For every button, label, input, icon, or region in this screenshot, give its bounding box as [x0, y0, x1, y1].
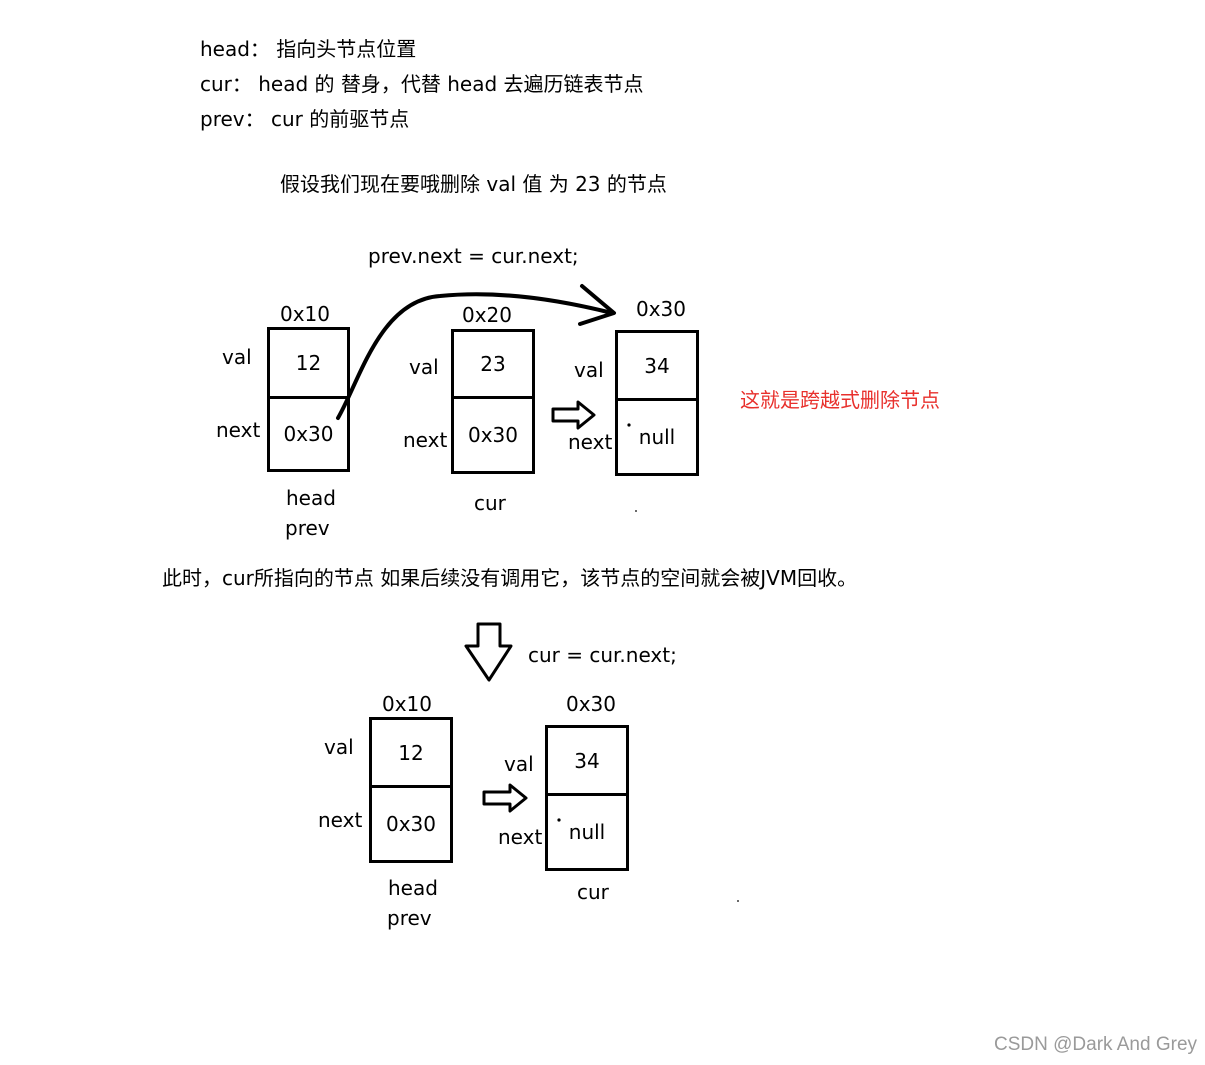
node2-address: 0x20 [462, 303, 513, 327]
node3-address: 0x30 [636, 297, 687, 321]
dot-mark [557, 818, 561, 822]
watermark: CSDN @Dark And Grey [994, 1034, 1198, 1055]
node3-val-label: val [574, 358, 604, 382]
s2-node2-next: null [568, 820, 606, 844]
node1-val-label: val [222, 345, 252, 369]
s2-node2-pointer-cur: cur [577, 880, 609, 904]
node3-next: null [638, 425, 676, 449]
s2-node1-next-box: 0x30 [369, 785, 453, 863]
skip-link-arrowhead [578, 284, 616, 326]
node2-val: 23 [480, 352, 506, 376]
s2-node1-val-box: 12 [369, 717, 453, 788]
s2-node1-next: 0x30 [385, 812, 436, 836]
step2-code: cur = cur.next; [528, 643, 677, 667]
step1-right-arrow-icon [551, 400, 596, 430]
down-arrow-icon [464, 622, 513, 682]
s2-node2-val-label: val [504, 752, 534, 776]
dot-mark [635, 510, 637, 512]
node2-next: 0x30 [467, 423, 518, 447]
s2-node2-next-box: null [545, 793, 629, 871]
node1-val: 12 [295, 351, 322, 375]
s2-node1-next-label: next [318, 808, 363, 832]
node3-next-box: null [615, 398, 699, 476]
skip-link-arrow [336, 292, 614, 420]
s2-node2-address: 0x30 [566, 692, 617, 716]
node1-pointer-prev: prev [285, 516, 330, 540]
s2-node1-pointer-head: head [388, 876, 438, 900]
cross-delete-note: 这就是跨越式删除节点 [740, 388, 940, 412]
node1-val-box: 12 [267, 327, 350, 399]
node1-next-box: 0x30 [267, 396, 350, 472]
node1-next-label: next [216, 418, 261, 442]
s2-node1-address: 0x10 [382, 692, 433, 716]
s2-node1-val: 12 [398, 740, 424, 765]
s2-node1-pointer-prev: prev [387, 906, 432, 930]
node2-next-box: 0x30 [451, 396, 535, 474]
step2-right-arrow-icon [482, 783, 528, 813]
node1-address: 0x10 [280, 302, 331, 326]
assumption-text: 假设我们现在要哦删除 val 值 为 23 的节点 [280, 172, 667, 196]
legend-prev: prev： cur 的前驱节点 [200, 107, 410, 131]
node3-next-label: next [568, 430, 613, 454]
node1-next: 0x30 [283, 422, 334, 446]
node2-next-label: next [403, 428, 448, 452]
s2-node2-val: 34 [574, 748, 600, 773]
step1-code: prev.next = cur.next; [368, 244, 579, 268]
explanation-text: 此时，cur所指向的节点 如果后续没有调用它，该节点的空间就会被JVM回收。 [162, 566, 858, 590]
s2-node1-val-label: val [324, 735, 354, 759]
dot-mark [627, 423, 631, 427]
node3-val: 34 [644, 353, 670, 378]
node1-pointer-head: head [286, 486, 336, 510]
node2-pointer-cur: cur [474, 491, 506, 515]
s2-node2-val-box: 34 [545, 725, 629, 796]
s2-node2-next-label: next [498, 825, 543, 849]
node2-val-label: val [409, 355, 439, 379]
legend-head: head： 指向头节点位置 [200, 37, 417, 61]
legend-cur: cur： head 的 替身，代替 head 去遍历链表节点 [200, 72, 644, 96]
dot-mark [737, 900, 739, 902]
